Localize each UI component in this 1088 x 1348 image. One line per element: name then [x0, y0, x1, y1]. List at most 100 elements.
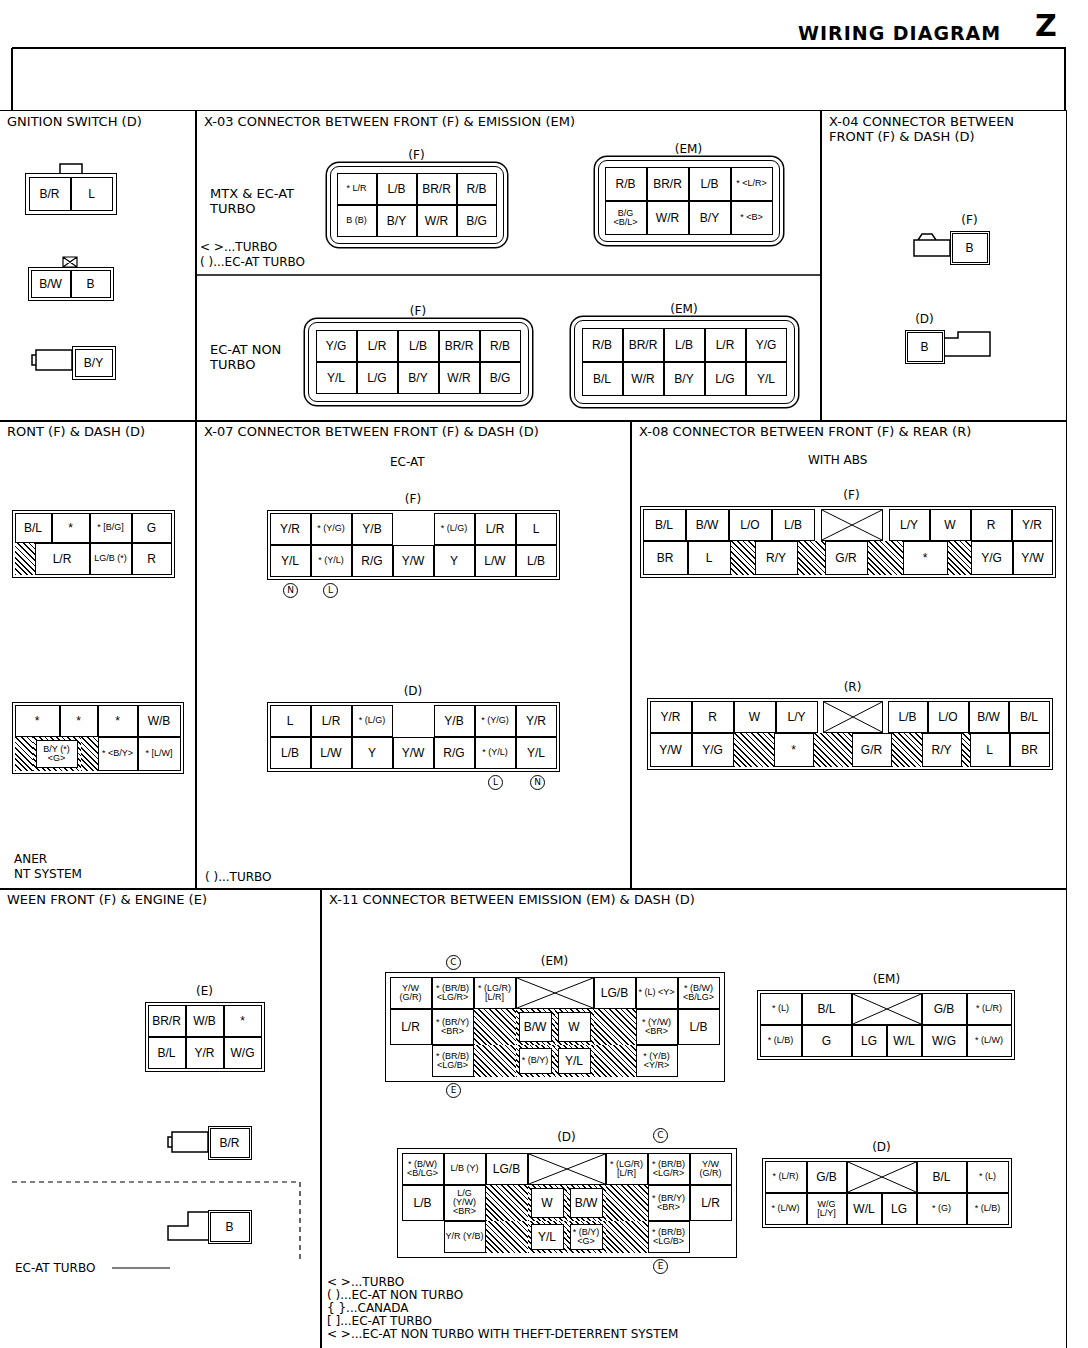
connector-body: R/BBR/RL/B* <L/R>B/G <B/L>W/RB/Y* <B>(EM…	[598, 160, 780, 242]
pin-cell: L/Y	[889, 509, 930, 541]
pin-cell: * [L/W]	[138, 737, 181, 771]
pin-wire-code: G	[822, 1035, 831, 1047]
connector-label: (F)	[408, 148, 424, 162]
pin-cell: Y/W	[393, 545, 434, 577]
pin-cell: Y/L	[746, 362, 787, 396]
pin-cell: * (L/G)	[352, 705, 393, 737]
pin-wire-code: BR	[657, 552, 674, 564]
pin-cell: B/W	[567, 1185, 606, 1221]
pin-cell: W/G [L/Y]	[807, 1193, 847, 1225]
pin-wire-code: W/L	[893, 1035, 914, 1047]
pin-wire-code: * <L/R>	[736, 179, 767, 188]
pin-wire-code: G/R	[835, 552, 856, 564]
pin-wire-code: * (L)	[772, 1004, 789, 1013]
pin-cell: L/B	[516, 545, 557, 577]
pin-wire-code: Y	[368, 747, 376, 759]
pin-cell: * (L)	[760, 993, 802, 1025]
pin-wire-code: * (L/W)	[975, 1036, 1003, 1045]
pin-cell: W	[734, 701, 776, 733]
pin-cell: W	[528, 1185, 567, 1221]
pin-cell: G/R	[825, 541, 868, 575]
connector-body: Y/W (G/R)* (BR/B) <LG/R>* (LG/R) [L/R]LG…	[385, 972, 725, 1082]
pin-wire-code: B/L	[1020, 711, 1038, 723]
connector-body: B(D)	[905, 330, 945, 364]
pin-wire-code: * [L/W]	[145, 749, 172, 758]
pin-wire-code: B/Y	[700, 212, 719, 224]
connector-body: LL/R* (L/G)Y/B* (Y/G)Y/RL/BL/WYY/WR/G* (…	[267, 702, 560, 772]
pin-cell: B	[907, 332, 943, 362]
pin-wire-code: L/R	[53, 553, 72, 565]
pin-cell: * <B/Y>	[98, 737, 138, 771]
pin-wire-code: * (Y/G)	[317, 524, 345, 533]
pin-wire-code: *	[35, 715, 40, 727]
panel-title: X-11 CONNECTOR BETWEEN EMISSION (EM) & D…	[329, 892, 1058, 907]
pin-wire-code: Y/W	[659, 744, 682, 756]
pin-wire-code: L/B	[387, 183, 405, 195]
connector-body: * (L/R)G/BB/L* (L)* (L/W)W/G [L/Y]W/LLG*…	[762, 1158, 1012, 1228]
pin-cell: B/L	[15, 513, 52, 543]
pin-wire-code: L/R	[486, 523, 505, 535]
pin-wire-code: B/Y	[674, 373, 693, 385]
pin-wire-code: L	[706, 552, 713, 564]
pin-wire-code: * (BR/Y) <BR>	[650, 1194, 688, 1212]
pin-cell: R/Y	[755, 541, 798, 575]
pin-cell: B/Y	[689, 201, 731, 235]
pin-wire-code: L	[287, 715, 294, 727]
hatch-area	[814, 733, 852, 767]
pin-wire-code: L/O	[740, 519, 759, 531]
pin-wire-code: Y/L	[757, 373, 775, 385]
pin-cell: L	[516, 513, 557, 545]
pin-cell: * (BR/B) <LG/B>	[432, 1045, 474, 1077]
note-text: < >...TURBO	[327, 1275, 404, 1289]
pin-wire-code: B/L	[24, 522, 42, 534]
pin-cell: BR/R	[647, 167, 689, 201]
pin-cell: * (L/B)	[967, 1193, 1009, 1225]
pin-cell: *	[52, 513, 90, 543]
plug-body	[32, 350, 72, 370]
cross-mark	[848, 1162, 916, 1192]
connector-label: (D)	[872, 1140, 891, 1154]
pin-wire-code: B (B)	[346, 216, 367, 225]
pin-wire-code: * (L/W)	[772, 1204, 800, 1213]
pin-cell: B/W	[516, 1009, 555, 1045]
pin-cell: L/G (Y/W) <BR>	[444, 1185, 486, 1221]
pin-cell: G	[132, 513, 172, 543]
pin-cell: Y/L	[528, 1221, 567, 1253]
pin-cell: L/R	[390, 1009, 432, 1045]
pin-wire-code: BR	[1021, 744, 1038, 756]
pin-wire-code: L/W	[484, 555, 505, 567]
pin-cell: * (BR/Y) <BR>	[432, 1009, 474, 1045]
pin-cell: L/B	[377, 173, 417, 205]
pin-wire-code: * (L)	[979, 1172, 996, 1181]
pin-cell: LG/B	[486, 1153, 528, 1185]
pin-wire-code: * (BR/Y) <BR>	[434, 1018, 472, 1036]
pin-cell: R/B	[480, 330, 521, 362]
pin-cell: L/B (Y)	[444, 1153, 486, 1185]
hatch-area	[606, 1221, 648, 1253]
pin-cell: W/G	[922, 1025, 967, 1057]
hatch-area	[474, 1009, 516, 1045]
pin-cell: L/B	[772, 509, 815, 541]
pin-wire-code: L/B	[700, 178, 718, 190]
pin-wire-code: B/R	[39, 188, 59, 200]
pin-wire-code: Y/L	[327, 372, 345, 384]
pin-cell: * (BR/B) <LG/R>	[432, 977, 474, 1009]
pin-cell: B/G	[457, 205, 497, 237]
pin-cell: L/B	[678, 1009, 720, 1045]
connector-body: B/RL	[25, 173, 117, 215]
pin-wire-code: * [B/G]	[97, 523, 124, 532]
pin-cell: B (B)	[337, 205, 377, 237]
pin-cell: * (B/W) <B/LG>	[678, 977, 720, 1009]
pin-wire-code: L/R	[401, 1021, 420, 1033]
pin-wire-code: *	[115, 715, 120, 727]
pin-cell: R/Y	[922, 733, 962, 767]
pin-cell: L/B	[270, 737, 311, 769]
pin-wire-code: Y/G	[326, 340, 347, 352]
pin-cell: * (BR/Y) <BR>	[648, 1185, 690, 1221]
pin-wire-code: L/B	[784, 519, 802, 531]
pin-cell: LG/B (*)	[90, 543, 132, 575]
pin-wire-code: G/B	[934, 1003, 955, 1015]
pin-cell: L/R	[690, 1185, 732, 1221]
pin-cell: * (Y/W) <BR>	[636, 1009, 678, 1045]
